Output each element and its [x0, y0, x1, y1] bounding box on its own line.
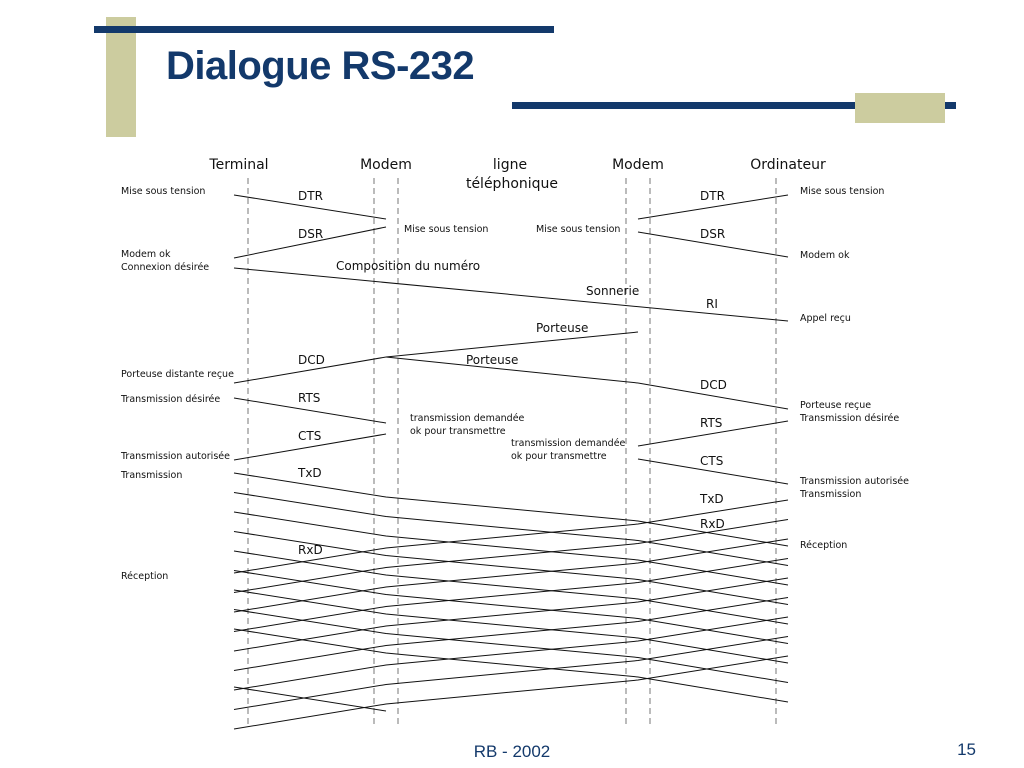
computer-event-mise-sous-tension: Mise sous tension [800, 186, 884, 197]
terminal-event-transmission: Transmission [120, 470, 182, 481]
composition-line [233, 267, 789, 322]
signal-dtr-left: DTR [298, 189, 323, 203]
txd-line-5 [233, 550, 789, 625]
txd-line-3 [233, 511, 789, 586]
computer-event-transmission-desiree: Transmission désirée [799, 413, 899, 424]
terminal-event-connexion-desiree: Connexion désirée [121, 262, 209, 273]
computer-event-appel-recu: Appel reçu [800, 313, 851, 324]
terminal-event-mise-sous-tension: Mise sous tension [121, 186, 205, 197]
signal-ri: RI [706, 297, 718, 311]
rxd-line-9 [233, 655, 789, 730]
rts-left-line [233, 397, 387, 424]
header-ordinateur: Ordinateur [750, 157, 826, 173]
rxd-line-3 [233, 538, 789, 613]
dtr-right-line [637, 194, 789, 220]
terminal-event-transmission-desiree: Transmission désirée [120, 394, 220, 405]
signal-porteuse-2: Porteuse [466, 353, 518, 367]
signal-sonnerie: Sonnerie [586, 284, 639, 298]
txd-line-1 [233, 472, 789, 547]
rxd-line-2 [233, 519, 789, 593]
signal-dcd-left: DCD [298, 353, 325, 367]
rxd-line-5 [233, 577, 789, 652]
signal-rxd-right: RxD [700, 517, 725, 531]
computer-event-porteuse-recue: Porteuse reçue [800, 400, 871, 411]
footer-text: RB - 2002 [473, 742, 551, 761]
txd-line-6 [233, 570, 789, 644]
signal-cts-left: CTS [298, 429, 321, 443]
signal-porteuse-1: Porteuse [536, 321, 588, 335]
signal-dsr-right: DSR [700, 227, 725, 241]
rxd-line-1 [233, 499, 789, 574]
rxd-line-8 [233, 636, 789, 710]
computer-event-reception: Réception [800, 540, 847, 551]
modem-left-transmission-demandee: transmission demandée [410, 413, 525, 424]
rxd-line-4 [233, 558, 789, 632]
signal-rts-right: RTS [700, 416, 722, 430]
data-exchange-lines [233, 472, 789, 730]
dsr-right-line [637, 231, 789, 258]
txd-line-7 [233, 589, 789, 664]
decorative-bar-top [94, 26, 554, 33]
txd-line-4 [233, 531, 789, 605]
txd-line-2 [233, 492, 789, 566]
terminal-event-transmission-autorisee: Transmission autorisée [120, 451, 230, 462]
signal-txd-left: TxD [297, 466, 322, 480]
signal-lines [233, 194, 789, 485]
signal-dcd-right: DCD [700, 378, 727, 392]
signal-rxd-left: RxD [298, 543, 323, 557]
rxd-line-7 [233, 616, 789, 691]
header-modem-right: Modem [612, 157, 664, 173]
rts-right-line [637, 420, 789, 447]
header-terminal: Terminal [208, 157, 268, 173]
modem-left-mise-sous-tension: Mise sous tension [404, 224, 488, 235]
txd-line-8 [233, 609, 789, 683]
cts-right-line [637, 458, 789, 485]
computer-event-transmission-autorisee: Transmission autorisée [799, 476, 909, 487]
computer-event-modem-ok: Modem ok [800, 250, 850, 261]
txd-line-final [233, 686, 387, 712]
modem-left-ok-pour-transmettre: ok pour transmettre [410, 426, 506, 437]
txd-line-9 [233, 628, 789, 703]
decorative-bar-right [512, 102, 956, 109]
signal-rts-left: RTS [298, 391, 320, 405]
terminal-event-reception: Réception [121, 571, 168, 582]
dcd-right-line [637, 382, 789, 410]
modem-right-transmission-demandee: transmission demandée [511, 438, 626, 449]
slide-title: Dialogue RS-232 [166, 44, 475, 88]
computer-event-transmission: Transmission [799, 489, 861, 500]
dcd-left-line [233, 356, 387, 384]
terminal-event-modem-ok: Modem ok [121, 249, 171, 260]
signal-composition: Composition du numéro [336, 259, 480, 273]
rxd-line-6 [233, 597, 789, 671]
modem-right-mise-sous-tension: Mise sous tension [536, 224, 620, 235]
signal-dtr-right: DTR [700, 189, 725, 203]
terminal-event-porteuse-distante: Porteuse distante reçue [121, 369, 234, 380]
porteuse-line-2 [385, 356, 639, 384]
porteuse-line-1 [385, 331, 639, 358]
cts-left-line [233, 433, 387, 461]
page-number: 15 [957, 740, 976, 759]
dsr-left-line [233, 226, 387, 259]
header-telephonique: téléphonique [466, 176, 558, 192]
signal-dsr-left: DSR [298, 227, 323, 241]
decorative-block-right [855, 93, 945, 123]
header-modem-left: Modem [360, 157, 412, 173]
dtr-left-line [233, 194, 387, 220]
signal-txd-right: TxD [699, 492, 724, 506]
decorative-block-left [106, 17, 136, 137]
header-ligne: ligne [493, 157, 527, 173]
signal-cts-right: CTS [700, 454, 723, 468]
modem-right-ok-pour-transmettre: ok pour transmettre [511, 451, 607, 462]
